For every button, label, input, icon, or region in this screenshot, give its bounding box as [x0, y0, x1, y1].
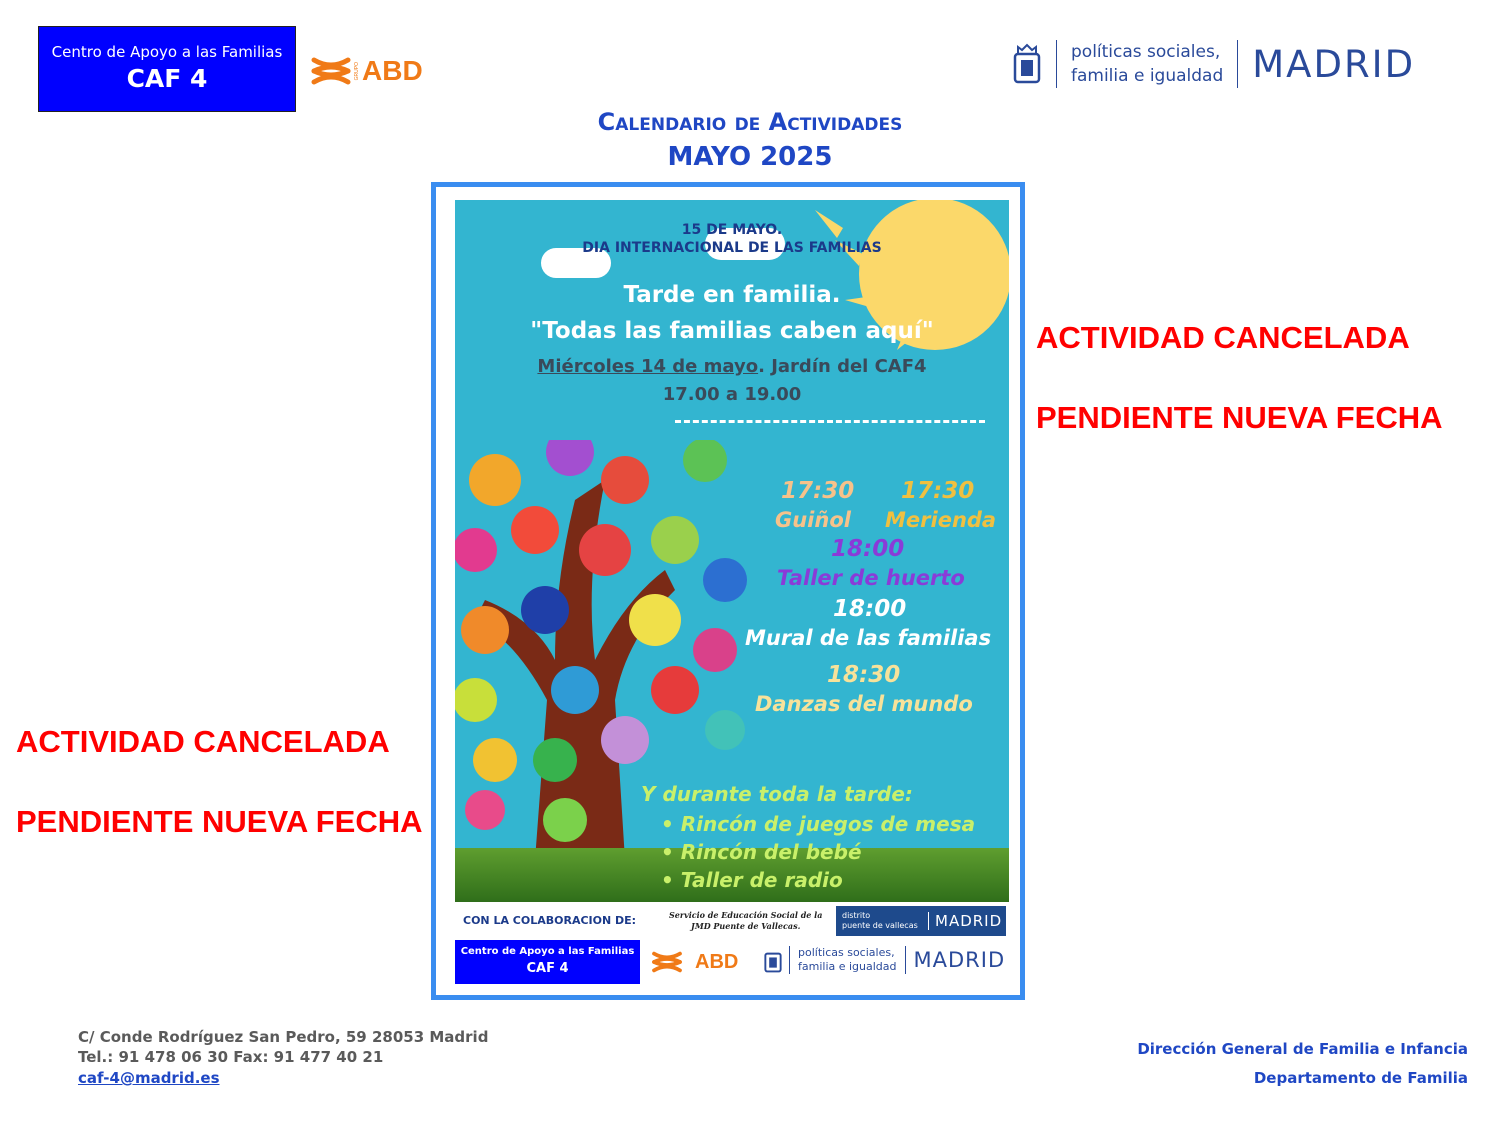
schedule-activity: Guiñol: [775, 508, 851, 532]
corner-item-text: Rincón del bebé: [680, 840, 862, 864]
footer-dept-family: Departamento de Familia: [1253, 1069, 1468, 1087]
poster-headline-1: Tarde en familia.: [623, 282, 841, 308]
sun-shape: [859, 200, 1009, 350]
abd-emblem-icon: [652, 951, 682, 973]
madrid-coat-of-arms-icon: [764, 952, 782, 973]
dashed-divider: [675, 420, 985, 423]
madrid-dept-line1: políticas sociales,: [1071, 42, 1221, 62]
caf-logo-box: Centro de Apoyo a las Familias CAF 4: [38, 26, 296, 112]
madrid-wordmark: MADRID: [1252, 42, 1416, 86]
sun-rays-icon: [815, 210, 917, 350]
footer-email-link[interactable]: caf-4@madrid.es: [78, 1069, 220, 1087]
cloud-shape: [541, 248, 611, 278]
title-line2: MAYO 2025: [667, 142, 833, 172]
madrid-coat-of-arms-icon: [1013, 43, 1041, 84]
distrito-line2: puente de vallecas: [842, 921, 918, 930]
poster-madrid-dept-line2: familia e igualdad: [798, 960, 897, 973]
poster-madrid-wordmark: MADRID: [913, 948, 1006, 972]
collab-label: CON LA COLABORACION DE:: [463, 914, 637, 927]
schedule-time: 17:30: [781, 478, 855, 504]
schedule-time: 18:00: [831, 536, 905, 562]
pending-notice-left: PENDIENTE NUEVA FECHA: [16, 804, 423, 839]
abd-grupo: GRUPO: [354, 61, 360, 81]
poster-caf-number: CAF 4: [526, 961, 569, 976]
corner-item: • Rincón de juegos de mesa: [661, 812, 976, 836]
poster-abd-text: ABD: [695, 950, 739, 973]
poster-madrid-dept: políticas sociales, familia e igualdad: [789, 946, 906, 974]
corner-item-text: Rincón de juegos de mesa: [680, 812, 976, 836]
abd-logo: GRUPO ABD: [310, 50, 423, 92]
cloud-shape: [705, 228, 785, 260]
schedule-time: 18:30: [827, 662, 901, 688]
cancel-notice-left: ACTIVIDAD CANCELADA: [16, 724, 390, 759]
distrito-logo: distrito puente de vallecas MADRID: [836, 906, 1006, 936]
abd-text: ABD: [362, 55, 423, 86]
page-title: Calendario de Actividades MAYO 2025: [0, 108, 1500, 172]
title-line1: Calendario de Actividades: [597, 108, 903, 136]
footer-phone: Tel.: 91 478 06 30 Fax: 91 477 40 21: [78, 1048, 384, 1066]
poster-logo-strip: Centro de Apoyo a las Familias CAF 4 ABD…: [455, 938, 1009, 986]
caf-number: CAF 4: [126, 64, 208, 93]
grass-strip: [455, 848, 1009, 902]
corner-item-text: Taller de radio: [680, 868, 843, 892]
footer-address: C/ Conde Rodríguez San Pedro, 59 28053 M…: [78, 1028, 489, 1046]
madrid-logo: políticas sociales, familia e igualdad M…: [1012, 38, 1415, 90]
poster-when-time: 17.00 a 19.00: [662, 384, 802, 405]
schedule-time: 17:30: [901, 478, 975, 504]
pending-notice-right: PENDIENTE NUEVA FECHA: [1036, 400, 1443, 435]
madrid-dept-line2: familia e igualdad: [1071, 66, 1224, 86]
abd-emblem-icon: [311, 57, 351, 85]
corner-item: • Rincón del bebé: [661, 840, 862, 864]
tree-of-hands-illustration: [455, 440, 747, 860]
collab-service-line2: JMD Puente de Vallecas.: [691, 921, 801, 931]
poster-date: 15 DE MAYO.: [681, 222, 783, 238]
collaboration-strip: CON LA COLABORACION DE: Servicio de Educ…: [455, 902, 1009, 938]
poster-abd-logo: ABD: [651, 946, 738, 978]
schedule-activity: Merienda: [885, 508, 997, 532]
poster-caf-box: Centro de Apoyo a las Familias CAF 4: [455, 940, 640, 984]
all-afternoon-label: Y durante toda la tarde:: [641, 782, 913, 806]
distrito-line1: distrito: [842, 911, 871, 920]
poster-caf-name: Centro de Apoyo a las Familias: [460, 946, 635, 957]
cancel-notice-right: ACTIVIDAD CANCELADA: [1036, 320, 1410, 355]
distrito-text: distrito puente de vallecas: [842, 911, 918, 931]
poster-madrid-dept-line1: políticas sociales,: [798, 946, 895, 959]
footer-dept-general: Dirección General de Familia e Infancia: [1137, 1040, 1468, 1058]
schedule-activity: Danzas del mundo: [755, 692, 973, 716]
poster-madrid-logo: políticas sociales, familia e igualdad M…: [763, 946, 1005, 974]
poster-headline-2: "Todas las familias caben aquí": [530, 318, 934, 344]
poster-image: 15 DE MAYO. DIA INTERNACIONAL DE LAS FAM…: [455, 200, 1009, 902]
poster-when: Miércoles 14 de mayo. Jardín del CAF4: [455, 356, 1009, 377]
madrid-dept-name: políticas sociales, familia e igualdad: [1056, 40, 1239, 88]
schedule-time: 18:00: [833, 596, 907, 622]
distrito-madrid: MADRID: [928, 912, 1002, 930]
collab-service: Servicio de Educación Social de la JMD P…: [669, 910, 822, 932]
schedule-activity: Taller de huerto: [777, 566, 965, 590]
poster-when-day: Miércoles 14 de mayo: [537, 356, 759, 377]
caf-name: Centro de Apoyo a las Familias: [51, 43, 283, 61]
poster-day-name: DIA INTERNACIONAL DE LAS FAMILIAS: [582, 240, 882, 256]
collab-service-line1: Servicio de Educación Social de la: [669, 910, 823, 920]
schedule-activity: Mural de las familias: [745, 626, 992, 650]
corner-item: • Taller de radio: [661, 868, 843, 892]
poster-when-place: . Jardín del CAF4: [758, 356, 927, 377]
